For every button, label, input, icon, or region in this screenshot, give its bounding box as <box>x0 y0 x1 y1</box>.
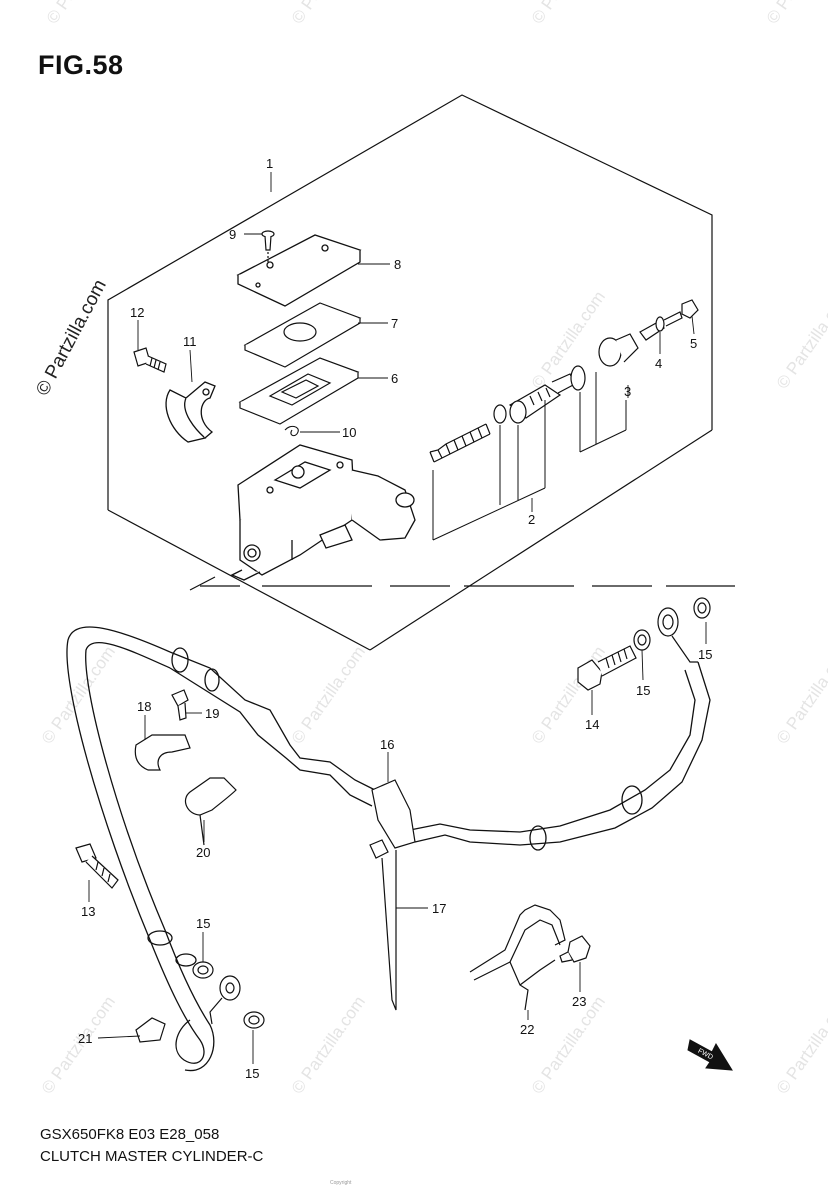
master-cylinder-body <box>230 444 416 581</box>
watermark-tile: © Partzilla.com <box>773 993 828 1098</box>
watermark-layer: © Partzilla.com © Partzilla.com © Partzi… <box>38 0 828 1097</box>
banjo-bolt-upper <box>577 645 637 691</box>
banjo-fitting-upper <box>633 597 711 663</box>
callout-labels: 1 2 3 4 5 6 7 8 9 10 11 12 13 14 15 15 1… <box>78 156 712 1081</box>
callout-11: 11 <box>183 334 197 349</box>
callout-18: 18 <box>137 699 151 714</box>
clutch-hose <box>66 626 711 1072</box>
push-rod <box>639 311 683 341</box>
callout-12: 12 <box>130 305 144 320</box>
hose-clip <box>185 777 237 846</box>
callout-15-upper-mid: 15 <box>636 683 650 698</box>
lower-hose-clip <box>135 1017 166 1043</box>
part3-bracket <box>579 372 627 453</box>
callout-16: 16 <box>380 737 394 752</box>
callout-15-lower-mid: 15 <box>245 1066 259 1081</box>
callout-14: 14 <box>585 717 599 732</box>
diaphragm-plate <box>238 357 360 425</box>
watermark-tile: © Partzilla.com <box>528 0 609 27</box>
wire-clamp <box>469 904 566 1011</box>
handlebar-clamp <box>165 381 216 443</box>
watermark-tile: © Partzilla.com <box>38 643 119 748</box>
watermark-tile: © Partzilla.com <box>528 993 609 1098</box>
piston-set <box>429 373 576 463</box>
callout-20: 20 <box>196 845 210 860</box>
banjo-fitting-lower <box>192 961 265 1029</box>
callout-22: 22 <box>520 1022 534 1037</box>
small-clip <box>284 425 299 437</box>
gasket-plate <box>243 302 362 368</box>
callout-15-upper-right: 15 <box>698 647 712 662</box>
clamp-flange-bolt <box>559 935 591 963</box>
callout-17: 17 <box>432 901 446 916</box>
callout-2: 2 <box>528 512 535 527</box>
watermark-tile: © Partzilla.com <box>763 0 828 27</box>
watermark-tile: © Partzilla.com <box>773 643 828 748</box>
watermark-tile: © Partzilla.com <box>288 993 369 1098</box>
callout-7: 7 <box>391 316 398 331</box>
watermark-tile: © Partzilla.com <box>773 288 828 393</box>
clamp-bolt <box>133 347 167 373</box>
watermark-tile: © Partzilla.com <box>288 643 369 748</box>
watermark-tile: © Partzilla.com <box>43 0 124 27</box>
reservoir-cap <box>236 234 362 307</box>
copyright-note: Copyright <box>330 1180 352 1186</box>
callout-13: 13 <box>81 904 95 919</box>
callout-1: 1 <box>266 156 273 171</box>
callout-8: 8 <box>394 257 401 272</box>
callout-19: 19 <box>205 706 219 721</box>
callout-23: 23 <box>572 994 586 1009</box>
callout-3: 3 <box>624 384 631 399</box>
part2-bracket <box>432 400 546 541</box>
boot-and-ring <box>570 333 639 391</box>
callout-10: 10 <box>342 425 356 440</box>
callout-6: 6 <box>391 371 398 386</box>
fwd-direction-arrow: FWD <box>687 1039 733 1071</box>
diagram-name: CLUTCH MASTER CYLINDER-C <box>40 1148 264 1165</box>
figure-title: FIG.58 <box>38 50 124 80</box>
callout-4: 4 <box>655 356 662 371</box>
callout-21: 21 <box>78 1031 92 1046</box>
hose-clamp-bracket <box>134 689 191 771</box>
assembly-outline <box>107 94 735 651</box>
leader-lines <box>88 172 707 1064</box>
watermark-tile: © Partzilla.com <box>288 0 369 27</box>
model-code: GSX650FK8 E03 E28_058 <box>40 1126 220 1143</box>
cable-tie <box>369 839 397 1011</box>
callout-9: 9 <box>229 227 236 242</box>
hose-grommet <box>371 779 416 849</box>
push-rod-nut <box>681 299 699 319</box>
mounting-bolt <box>75 843 119 889</box>
callout-15-lower-left: 15 <box>196 916 210 931</box>
callout-5: 5 <box>690 336 697 351</box>
